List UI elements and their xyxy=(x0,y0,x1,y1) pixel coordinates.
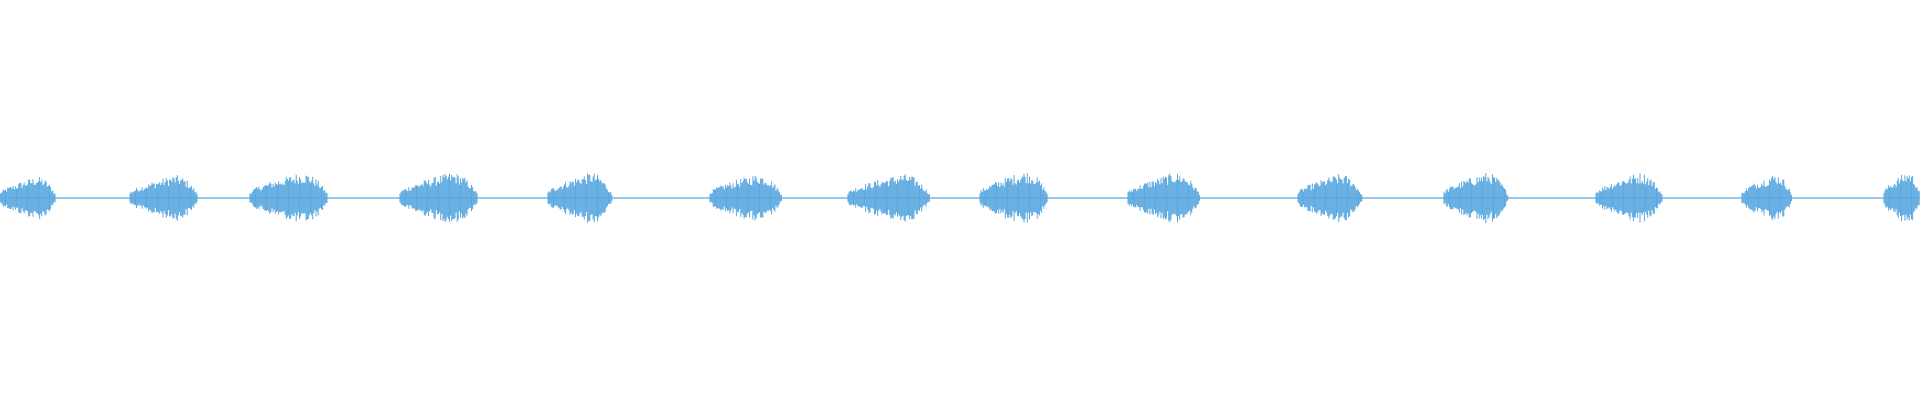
waveform-burst xyxy=(1595,173,1663,223)
waveform-burst-path xyxy=(129,175,198,221)
waveform-burst xyxy=(0,177,56,219)
waveform-burst-path xyxy=(399,173,478,223)
waveform-burst-path xyxy=(1127,173,1200,223)
waveform-burst-path xyxy=(847,174,930,222)
waveform-burst xyxy=(847,174,930,222)
waveform-burst-path xyxy=(1443,173,1509,223)
waveform-burst-path xyxy=(1741,176,1792,220)
waveform-burst xyxy=(1297,174,1363,222)
waveform-bursts xyxy=(0,173,1920,223)
waveform-burst-path xyxy=(249,174,328,222)
waveform-burst-path xyxy=(709,175,782,221)
waveform-burst-path xyxy=(547,173,613,223)
waveform-burst xyxy=(1883,174,1920,222)
waveform-burst-path xyxy=(1595,173,1663,223)
waveform-burst xyxy=(399,173,478,223)
waveform-burst xyxy=(1127,173,1200,223)
waveform-burst-path xyxy=(0,177,56,219)
waveform-burst xyxy=(129,175,198,221)
waveform-burst xyxy=(979,173,1048,223)
waveform-burst-path xyxy=(1297,174,1363,222)
waveform-burst xyxy=(547,173,613,223)
waveform-burst-path xyxy=(979,173,1048,223)
waveform-burst-path xyxy=(1883,174,1920,222)
waveform-burst xyxy=(709,175,782,221)
waveform-burst xyxy=(249,174,328,222)
waveform-burst xyxy=(1443,173,1509,223)
waveform-burst xyxy=(1741,176,1792,220)
